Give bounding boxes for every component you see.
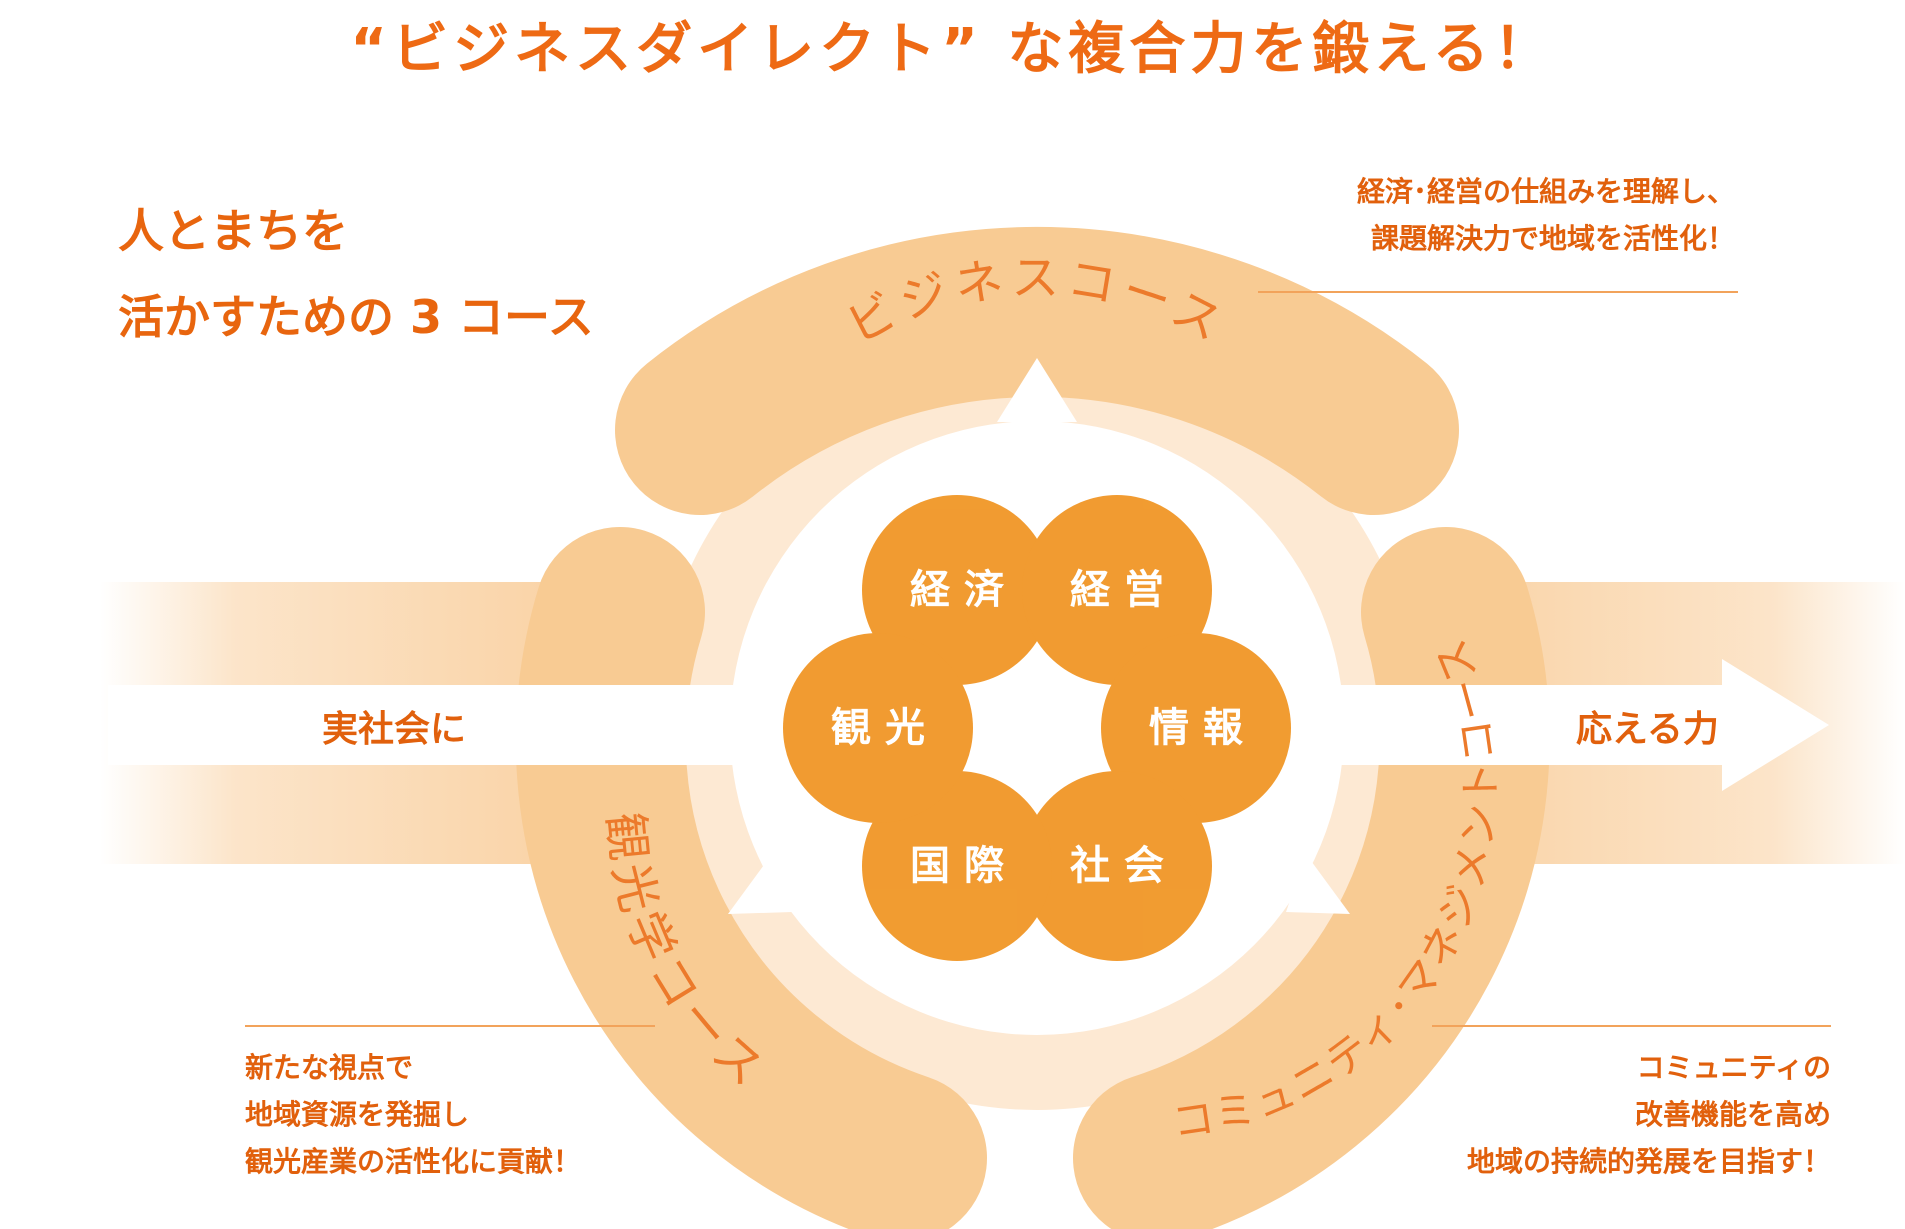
flow-arrow-head bbox=[1722, 659, 1829, 791]
circle-information bbox=[1101, 633, 1291, 823]
headline: “ビジネスダイレクト” な複合力を鍛える！ bbox=[350, 17, 1555, 82]
intro-line-1: 人とまちを bbox=[118, 204, 348, 258]
arrow-tourism-shaft bbox=[775, 823, 879, 899]
note-community-line-2: 改善機能を高め bbox=[1634, 1098, 1831, 1131]
flow-output-label: 応える力 bbox=[1576, 709, 1719, 750]
circle-international bbox=[862, 771, 1052, 961]
field-label-society: 社 会 bbox=[1070, 843, 1164, 889]
circle-society bbox=[1022, 771, 1212, 961]
circle-tourism-field bbox=[783, 633, 973, 823]
arrow-community-head bbox=[1286, 854, 1350, 914]
rule-business bbox=[1258, 291, 1738, 293]
note-community-line-1: コミュニティの bbox=[1636, 1051, 1831, 1084]
rule-tourism bbox=[245, 1025, 655, 1027]
circle-management bbox=[1022, 495, 1212, 685]
circle-economy bbox=[862, 495, 1052, 685]
field-label-tourism: 観 光 bbox=[831, 705, 925, 751]
field-label-international: 国 際 bbox=[910, 843, 1004, 889]
rule-community bbox=[1432, 1025, 1831, 1027]
arrow-tourism-head bbox=[728, 854, 792, 914]
field-circles bbox=[783, 495, 1291, 961]
note-business-line-2: 課題解決力で地域を活性化！ bbox=[1370, 222, 1735, 255]
note-tourism-line-2: 地域資源を発掘し bbox=[245, 1098, 470, 1131]
arrow-up-shaft bbox=[1015, 418, 1059, 514]
note-business: 経済･経営の仕組みを理解し、 課題解決力で地域を活性化！ bbox=[1357, 168, 1735, 262]
note-tourism-line-1: 新たな視点で bbox=[245, 1051, 414, 1084]
note-tourism: 新たな視点で 地域資源を発掘し 観光産業の活性化に貢献！ bbox=[245, 1044, 581, 1185]
course-band-business bbox=[615, 226, 1459, 515]
flow-input-label: 実社会に bbox=[322, 709, 467, 750]
intro-heading: 人とまちを 活かすための 3 コース bbox=[118, 188, 594, 360]
note-tourism-line-3: 観光産業の活性化に貢献！ bbox=[245, 1145, 582, 1178]
note-community-line-3: 地域の持続的発展を目指す！ bbox=[1466, 1145, 1831, 1178]
note-business-line-1: 経済･経営の仕組みを理解し、 bbox=[1356, 175, 1735, 208]
note-community: コミュニティの 改善機能を高め 地域の持続的発展を目指す！ bbox=[1467, 1044, 1831, 1185]
field-label-information: 情 報 bbox=[1149, 705, 1243, 751]
field-label-economy: 経 済 bbox=[910, 567, 1005, 613]
arrow-community-shaft bbox=[1196, 823, 1302, 899]
field-label-management: 経 営 bbox=[1070, 567, 1164, 613]
arrow-up-head bbox=[997, 358, 1077, 422]
intro-line-2: 活かすための 3 コース bbox=[118, 290, 594, 344]
